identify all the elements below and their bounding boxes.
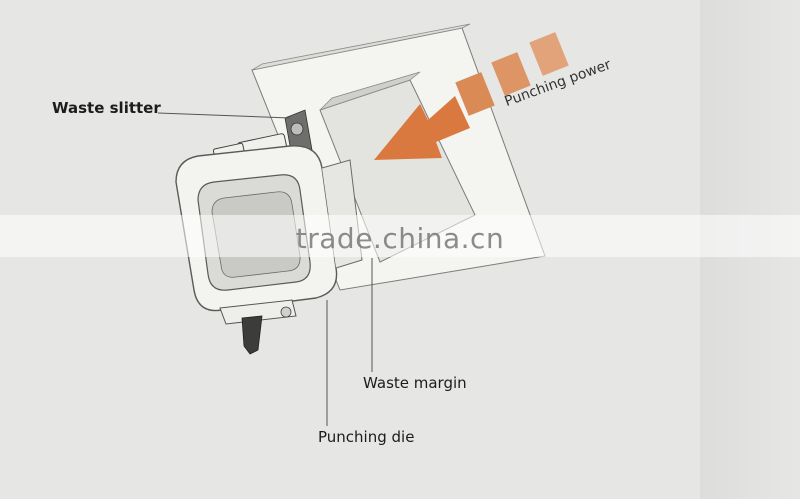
punching-power-arrow bbox=[374, 32, 569, 160]
waste-margin-label: Waste margin bbox=[363, 374, 467, 392]
waste-slitter-leader bbox=[157, 112, 291, 119]
waste-slitter-label: Waste slitter bbox=[52, 99, 161, 117]
die-mounting-clip bbox=[219, 299, 297, 355]
watermark-band bbox=[0, 215, 800, 257]
punching-die-label: Punching die bbox=[318, 428, 415, 446]
leader-lines bbox=[157, 112, 373, 426]
watermark-text: trade.china.cn bbox=[295, 222, 505, 255]
